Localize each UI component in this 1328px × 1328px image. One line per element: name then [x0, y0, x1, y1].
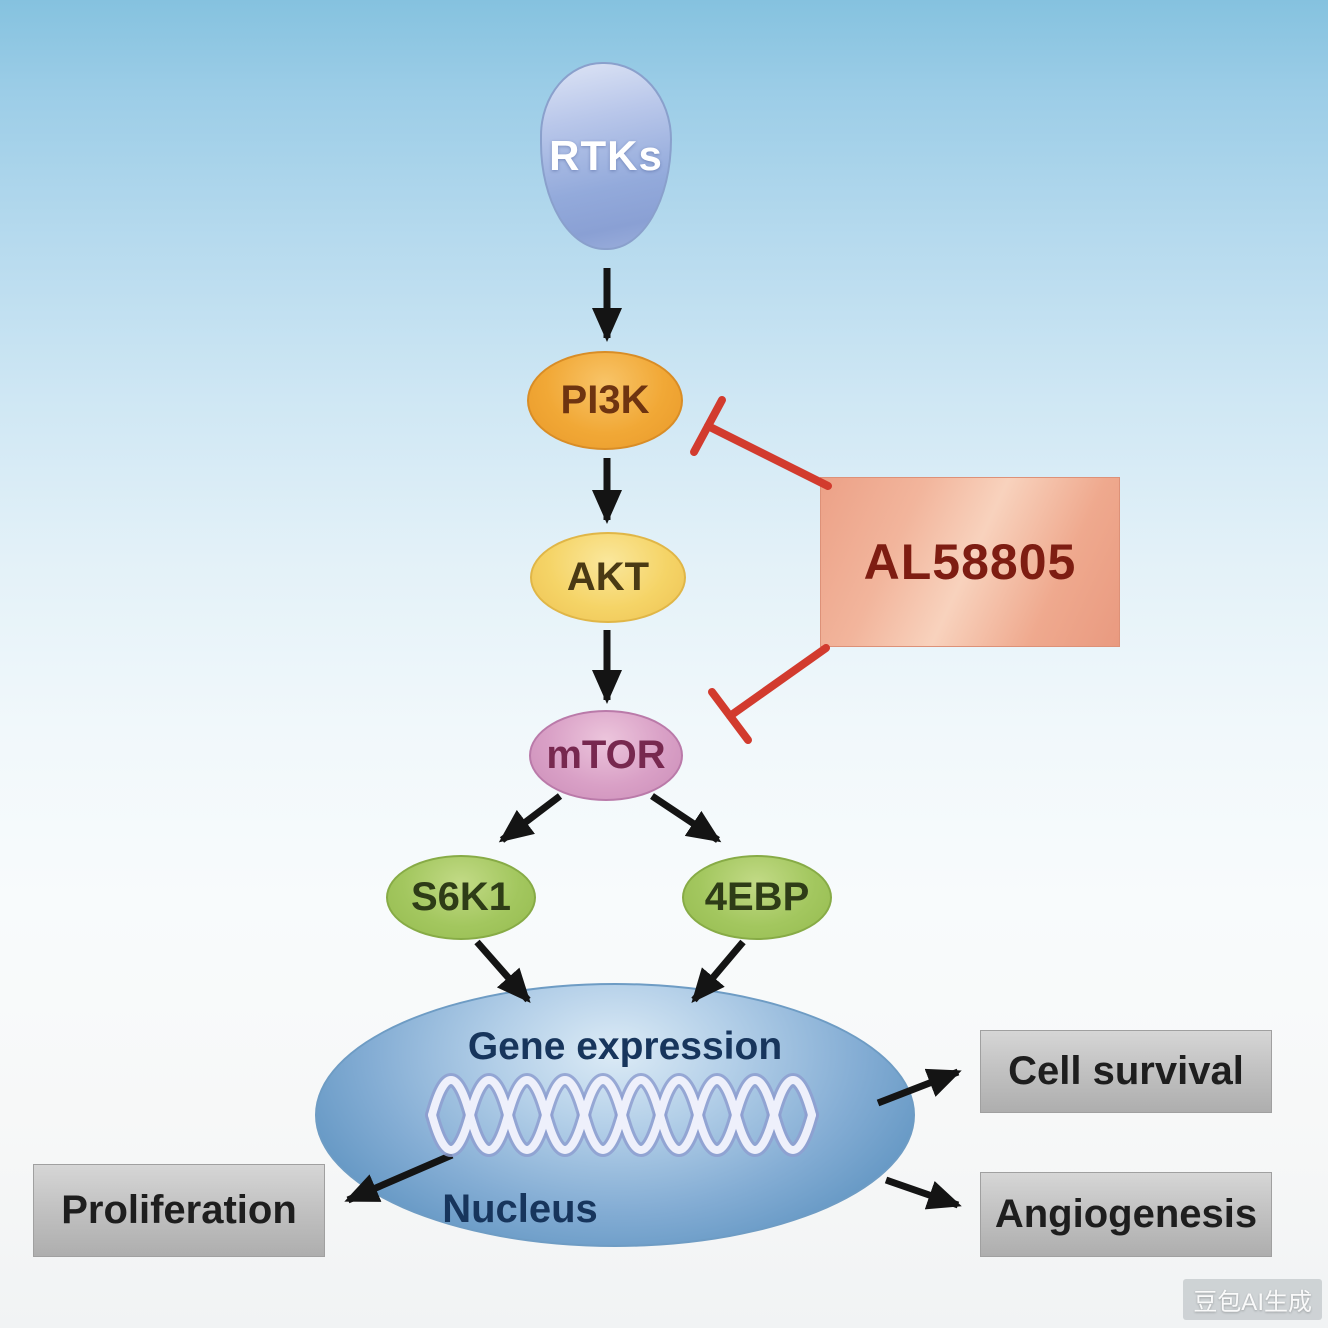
nucleus-label: Nucleus [442, 1186, 598, 1231]
node-pi3k: PI3K [527, 351, 683, 450]
arrow-mtor-s6k1 [498, 793, 563, 843]
inhibit-cap-pi3k [690, 396, 726, 456]
node-mtor: mTOR [529, 710, 683, 801]
watermark: 豆包AI生成 [1183, 1279, 1322, 1320]
inhibitor-box-al58805: AL58805 [820, 477, 1120, 647]
gene-expression-label: Gene expression [467, 1025, 783, 1068]
outcome-cell-survival: Cell survival [980, 1030, 1272, 1113]
node-rtks: RTKs [540, 62, 672, 250]
node-akt: AKT [530, 532, 686, 623]
arrow-nucleus-angiogenesis [884, 1176, 962, 1210]
inhibit-line-al58805-pi3k [704, 422, 832, 490]
outcome-proliferation: Proliferation [33, 1164, 325, 1257]
outcome-angiogenesis: Angiogenesis [980, 1172, 1272, 1257]
node-4ebp: 4EBP [682, 855, 832, 940]
inhibit-line-al58805-mtor [726, 644, 830, 720]
node-s6k1: S6K1 [386, 855, 536, 940]
arrow-mtor-4ebp [650, 793, 722, 843]
inhibit-cap-mtor [708, 688, 752, 744]
